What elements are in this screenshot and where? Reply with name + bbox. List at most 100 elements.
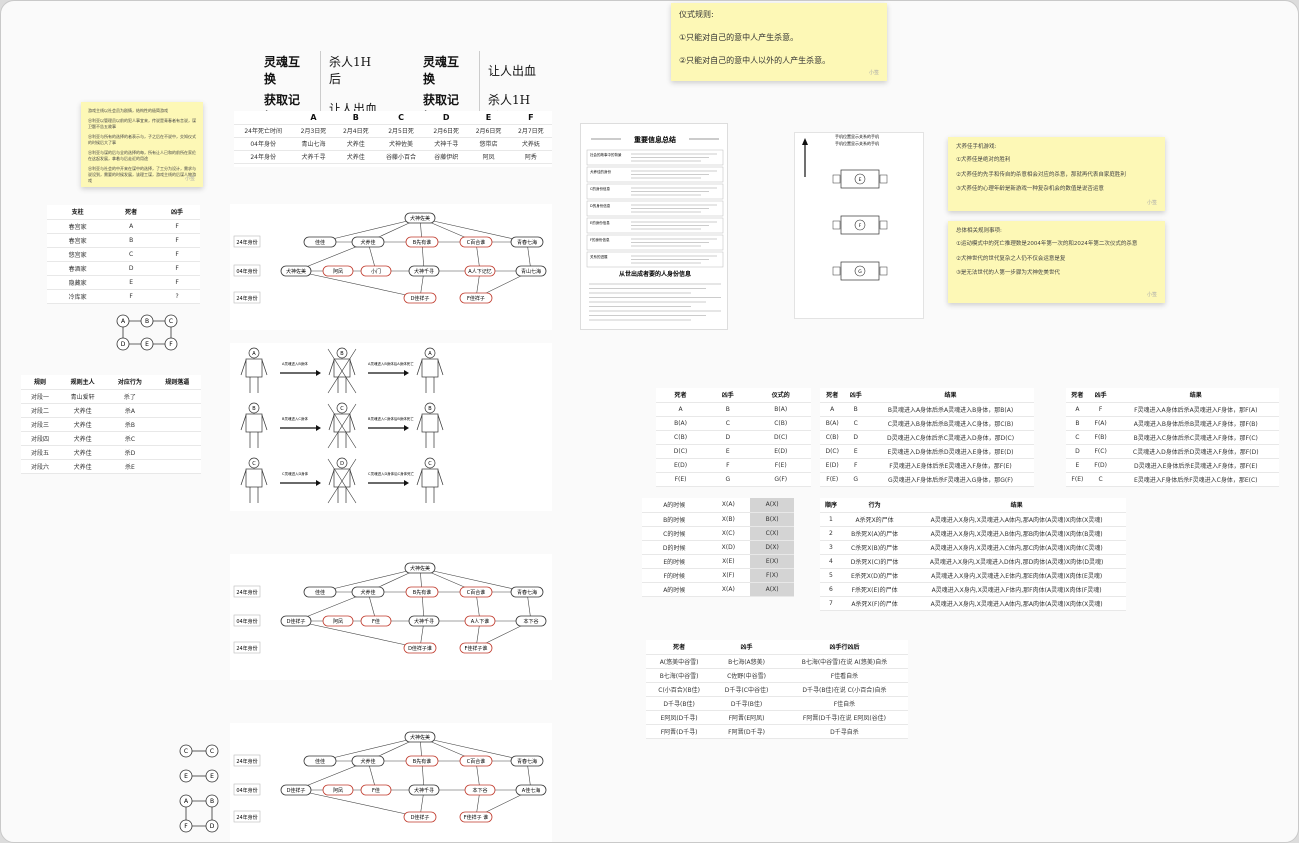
table-row[interactable]: 对段二犬养佳杀A — [21, 403, 201, 418]
relation-node[interactable] — [303, 236, 337, 248]
ring-node[interactable] — [205, 794, 219, 808]
ring-node[interactable] — [140, 337, 154, 351]
body-figure[interactable]: B — [240, 402, 268, 448]
table-row[interactable]: 对段一青山爱轩杀了 — [21, 389, 201, 404]
relation-node[interactable] — [459, 236, 493, 248]
table-row[interactable]: B七海(中谷雪)C佐野(中谷雪)F佳看自杀 — [646, 668, 908, 683]
relation-node[interactable] — [403, 811, 437, 823]
table-row[interactable]: F阿晋(D千寻)F阿晋(D千寻)D千寻自杀 — [646, 724, 908, 739]
relation-node[interactable] — [464, 784, 496, 796]
table-row[interactable]: D千寻(B佳)D千寻(B佳)F佳自杀 — [646, 696, 908, 711]
body-figure[interactable]: A — [416, 347, 444, 393]
relation-node[interactable] — [459, 292, 493, 304]
relation-node[interactable] — [459, 811, 493, 823]
relation-node[interactable] — [459, 586, 493, 598]
relation-node[interactable] — [404, 212, 436, 224]
relation-node[interactable] — [405, 755, 439, 767]
relation-node[interactable] — [459, 755, 493, 767]
ring-node[interactable] — [179, 769, 193, 783]
relation-node[interactable] — [464, 265, 496, 277]
ring-node[interactable] — [179, 744, 193, 758]
relation-node[interactable] — [322, 615, 354, 627]
table-row[interactable]: 对段五犬养佳杀D — [21, 445, 201, 460]
ring-node[interactable] — [205, 744, 219, 758]
body-figure[interactable]: A — [240, 347, 268, 393]
ring-node[interactable] — [164, 337, 178, 351]
body-figure[interactable]: C — [327, 402, 357, 449]
relation-node[interactable] — [405, 586, 439, 598]
table-row[interactable]: E阿凤(D千寻)F阿晋(E阿凤)F阿晋(D千寻)在说 E阿凤(谷佳) — [646, 710, 908, 725]
ritual-rules-note[interactable]: 仪式规则: ①只能对自己的意中人产生杀意。 ②只能对自己的意中人以外的人产生杀意… — [671, 3, 887, 81]
table-row[interactable]: A(悠美中谷雪)B七海(A悠美)B七海(中谷雪)在说 A(悠美)自杀 — [646, 654, 908, 669]
relation-node[interactable] — [515, 265, 547, 277]
relation-node[interactable] — [360, 615, 392, 627]
body-figure[interactable]: C — [240, 457, 268, 503]
relation-node[interactable] — [280, 615, 312, 627]
relation-node[interactable] — [360, 265, 392, 277]
relation-node[interactable] — [408, 265, 440, 277]
ring-node[interactable] — [179, 819, 193, 833]
relation-node[interactable] — [405, 236, 439, 248]
body-figure[interactable]: C — [416, 457, 444, 503]
relation-node[interactable] — [510, 755, 544, 767]
relation-node[interactable] — [459, 642, 493, 654]
relation-node[interactable] — [280, 265, 312, 277]
ring-node[interactable] — [116, 337, 130, 351]
relation-node[interactable] — [360, 784, 392, 796]
relation-node[interactable] — [404, 731, 436, 743]
relation-node[interactable] — [403, 292, 437, 304]
relation-node[interactable] — [351, 586, 385, 598]
relation-node[interactable] — [408, 784, 440, 796]
relation-node[interactable] — [408, 615, 440, 627]
body-figure[interactable]: D — [327, 457, 357, 504]
story-notes[interactable]: 游戏主线以社会员为剧情，结构性的极简游戏谷利亚以管理员以前的犯人事宜来，传说是青… — [81, 102, 203, 187]
body-figure[interactable]: B — [327, 347, 357, 394]
ring-node[interactable] — [140, 314, 154, 328]
table-row[interactable]: C(小百合)(B佳)D千寻(C中谷佳)D千寻(B佳)在说 C(小百合)自杀 — [646, 682, 908, 697]
relation-node[interactable] — [351, 236, 385, 248]
relation-node[interactable] — [510, 586, 544, 598]
relation-node[interactable] — [404, 562, 436, 574]
relation-node[interactable] — [280, 784, 312, 796]
relation-node[interactable] — [303, 755, 337, 767]
ring-node[interactable] — [205, 769, 219, 783]
